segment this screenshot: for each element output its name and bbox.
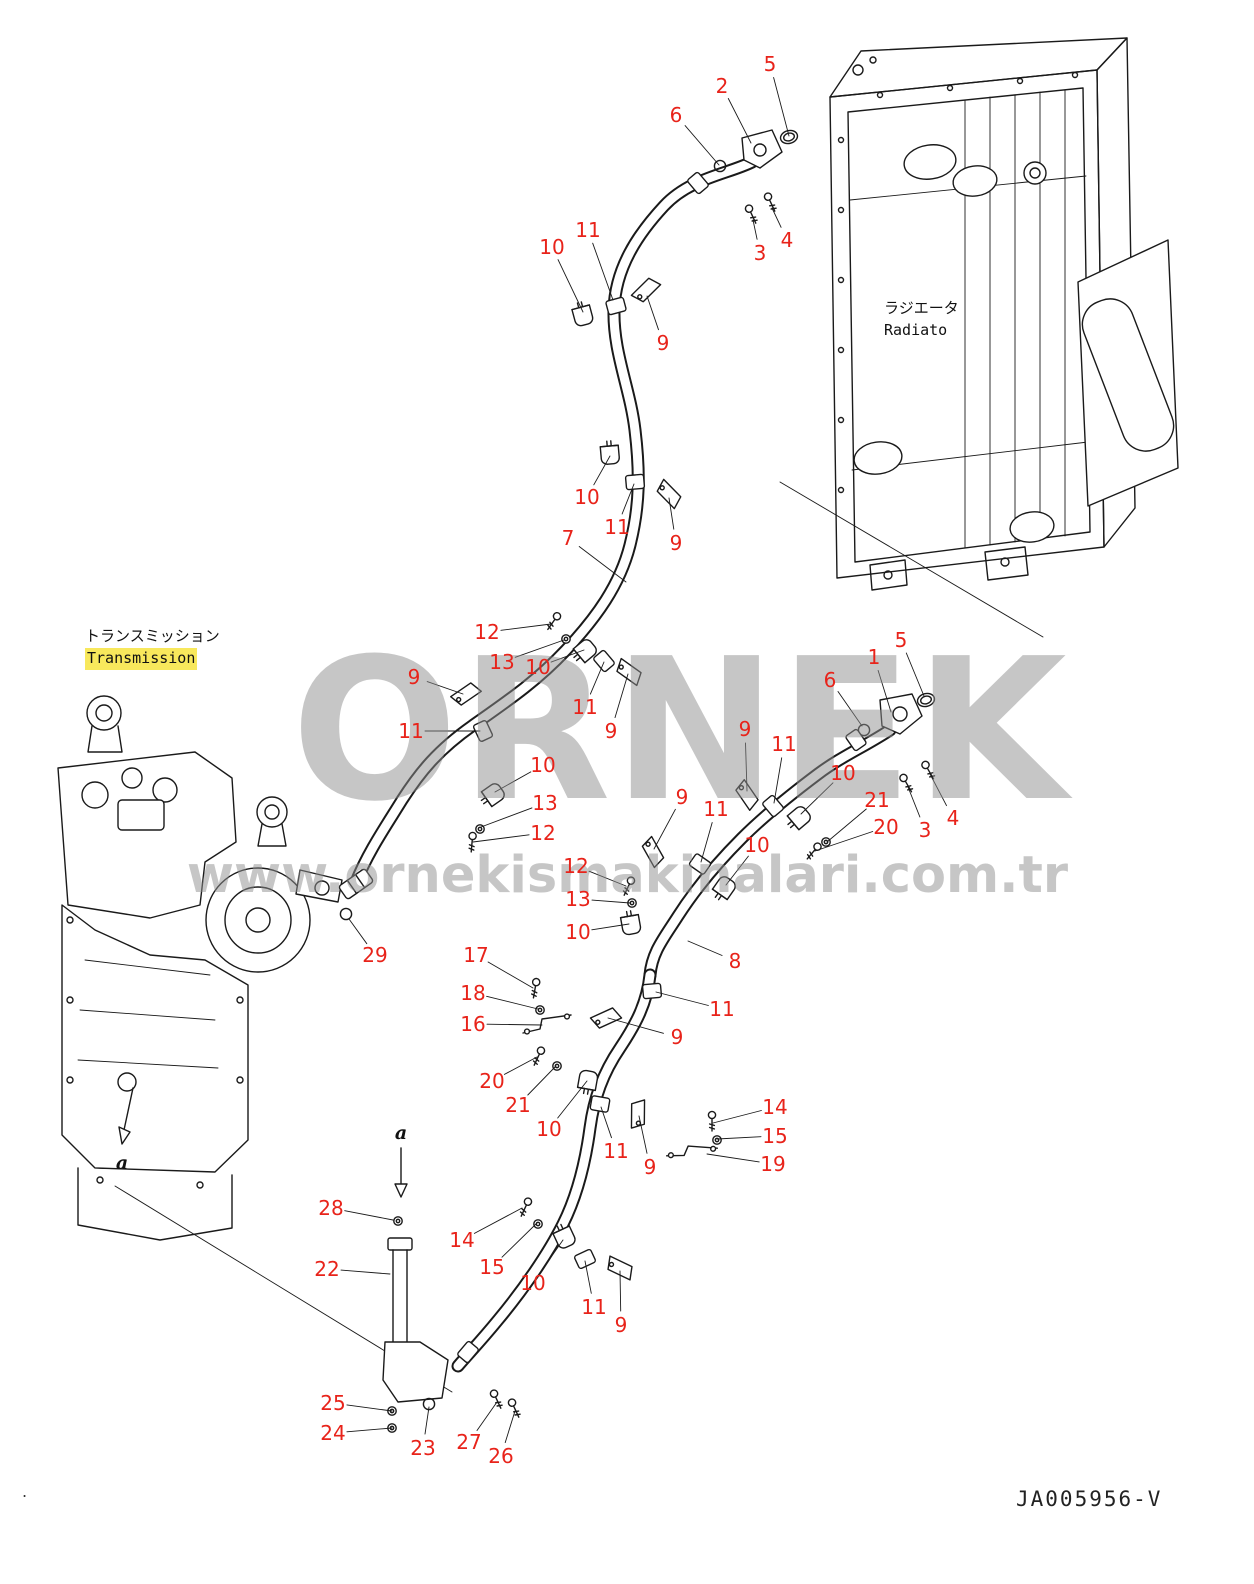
transmission-outline (57, 695, 343, 1241)
radiator-label: ラジエータ Radiato (884, 298, 959, 342)
hose-upper-7 (349, 155, 759, 889)
view-arrow-a-transmission (118, 1087, 134, 1145)
elbow-fitting-2 (686, 127, 800, 226)
radiator-outline (829, 37, 1179, 591)
corner-dot: . (22, 1482, 28, 1501)
hose-lower-8 (643, 723, 897, 982)
radiator-label-en: Radiato (884, 320, 948, 339)
elbow-fitting-1 (844, 690, 938, 795)
leader-lines (340, 77, 947, 1444)
hose-return (451, 968, 657, 1373)
transmission-label: トランスミッション Transmission (85, 626, 220, 670)
radiator-label-jp: ラジエータ (884, 299, 959, 317)
tube-22 (382, 1216, 523, 1433)
transmission-label-jp: トランスミッション (85, 627, 220, 645)
drawing-number: JA005956-V (1016, 1487, 1163, 1511)
transmission-label-en: Transmission (85, 647, 198, 670)
view-arrow-a-tube (394, 1147, 408, 1198)
